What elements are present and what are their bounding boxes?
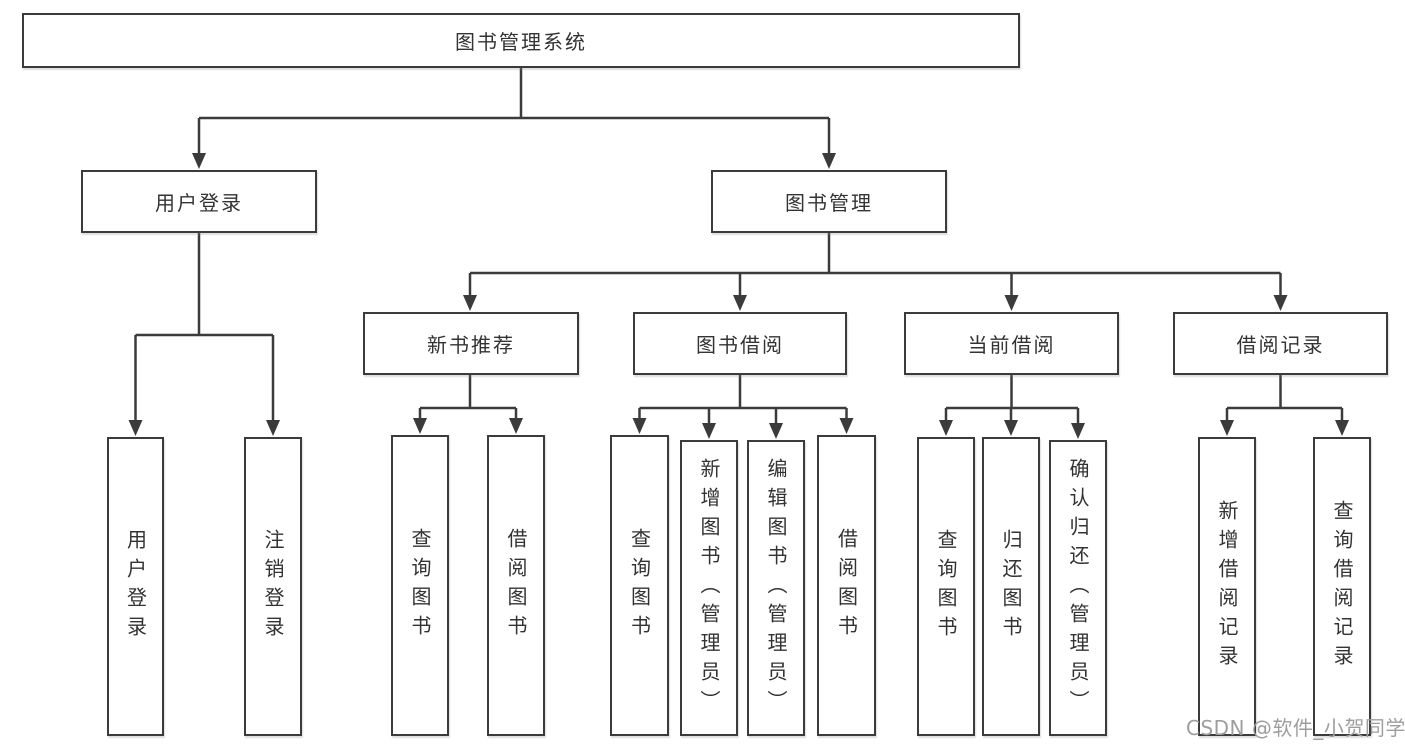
leaf-label: 归还图书 xyxy=(999,528,1023,645)
node-book-borrowing: 图书借阅 xyxy=(633,312,847,375)
leaf-user-login: 用户登录 xyxy=(107,437,164,736)
connector-user-login-children xyxy=(128,233,280,436)
connector-book-borrow-children xyxy=(632,375,854,439)
leaf-label: 借阅图书 xyxy=(834,527,859,644)
node-label: 图书管理系统 xyxy=(455,30,587,54)
leaf-label: 借阅图书 xyxy=(504,527,528,644)
node-book-management: 图书管理 xyxy=(711,170,947,233)
node-label: 新书推荐 xyxy=(427,333,515,357)
connector-root-split xyxy=(192,68,836,169)
node-label: 当前借阅 xyxy=(967,333,1056,357)
node-library-system: 图书管理系统 xyxy=(22,13,1020,68)
connector-borrow-records-children xyxy=(1220,375,1349,436)
leaf-add-borrow-record: 新增借阅记录 xyxy=(1198,437,1256,736)
leaf-search-books-recommend: 查询图书 xyxy=(391,435,449,736)
node-user-login: 用户登录 xyxy=(81,170,317,233)
leaf-label: 编辑图书（管理员） xyxy=(764,457,788,719)
leaf-label: 查询图书 xyxy=(408,527,432,644)
leaf-confirm-return-admin: 确认归还（管理员） xyxy=(1049,440,1107,736)
node-label: 用户登录 xyxy=(155,191,243,215)
node-new-book-recommend: 新书推荐 xyxy=(363,312,579,375)
leaf-label: 注销登录 xyxy=(261,528,285,645)
leaf-search-books-current: 查询图书 xyxy=(917,437,975,736)
leaf-label: 新增图书（管理员） xyxy=(697,457,721,719)
leaf-search-books-borrowing: 查询图书 xyxy=(610,435,669,736)
leaf-return-books: 归还图书 xyxy=(982,437,1040,736)
leaf-add-books-admin: 新增图书（管理员） xyxy=(680,440,738,736)
leaf-logout: 注销登录 xyxy=(244,437,302,736)
leaf-label: 新增借阅记录 xyxy=(1215,499,1239,674)
leaf-borrow-books: 借阅图书 xyxy=(817,435,876,736)
leaf-label: 确认归还（管理员） xyxy=(1066,457,1090,719)
leaf-borrow-books-recommend: 借阅图书 xyxy=(487,435,545,736)
leaf-label: 查询图书 xyxy=(627,527,652,644)
connector-book-management-split xyxy=(463,233,1288,311)
connector-new-book-children xyxy=(413,375,523,434)
node-label: 图书管理 xyxy=(785,191,873,215)
node-borrowing-records: 借阅记录 xyxy=(1173,312,1388,375)
csdn-watermark: CSDN @软件_小贺同学 xyxy=(1186,716,1405,740)
node-label: 图书借阅 xyxy=(696,333,784,357)
leaf-label: 查询借阅记录 xyxy=(1330,499,1354,674)
leaf-search-borrow-record: 查询借阅记录 xyxy=(1313,437,1371,736)
connector-current-borrow-children xyxy=(939,375,1085,439)
leaf-label: 查询图书 xyxy=(934,528,958,645)
node-current-borrowing: 当前借阅 xyxy=(904,312,1119,375)
leaf-edit-books-admin: 编辑图书（管理员） xyxy=(747,440,805,736)
node-label: 借阅记录 xyxy=(1236,333,1325,357)
leaf-label: 用户登录 xyxy=(123,528,148,645)
